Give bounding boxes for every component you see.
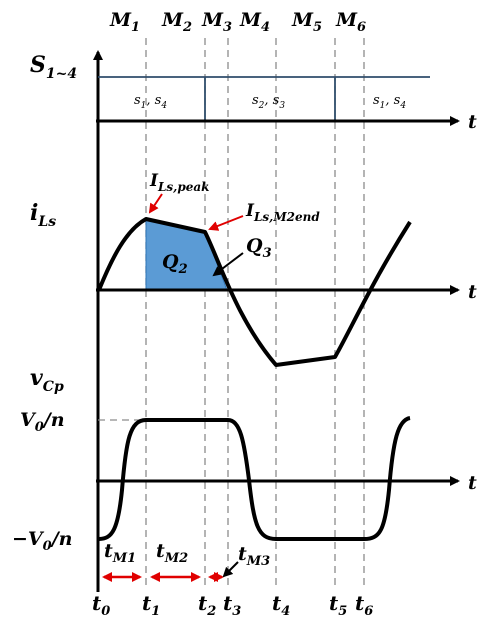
peak-current-label: ILs,peak xyxy=(149,171,209,194)
duration-m1-label: tM1 xyxy=(104,540,136,566)
mode-label-6: M6 xyxy=(335,9,366,35)
mode-labels: M1 M2 M3 M4 M5 M6 xyxy=(109,9,366,35)
current-time-label: t xyxy=(468,281,477,303)
charge-q3-label: Q3 xyxy=(246,235,272,261)
switch-segment-2: s2, s3 xyxy=(252,93,285,111)
instant-t3: t3 xyxy=(223,591,241,618)
inductor-current-waveform xyxy=(97,217,412,367)
mode-label-2: M2 xyxy=(161,9,192,35)
mode-label-4: M4 xyxy=(239,9,270,35)
duration-m3-pointer xyxy=(222,561,239,578)
peak-current-arrow xyxy=(148,193,163,214)
instant-t0: t0 xyxy=(92,591,110,618)
current-axis-label: iLs xyxy=(30,200,56,230)
switch-segment-3: s1, s4 xyxy=(373,93,406,111)
capacitor-voltage-waveform xyxy=(98,416,411,541)
charge-q3-arrow xyxy=(212,252,244,277)
time-instant-labels: t0 t1 t2 t3 t4 t5 t6 xyxy=(92,591,373,618)
duration-markers: tM1 tM2 tM3 xyxy=(102,540,270,582)
mode-label-5: M5 xyxy=(291,9,322,35)
duration-m2-label: tM2 xyxy=(156,540,188,566)
m2end-current-arrow xyxy=(208,215,244,231)
instant-t6: t6 xyxy=(355,591,373,618)
voltage-time-label: t xyxy=(468,472,477,494)
m2end-current-label: ILs,M2end xyxy=(245,201,320,224)
switch-segment-1: s1, s4 xyxy=(134,93,167,111)
instant-t2: t2 xyxy=(198,591,216,618)
switch-state-panel: S1~4 t s1, s4 s2, s3 s1, s4 xyxy=(30,52,477,133)
duration-m3-label: tM3 xyxy=(238,543,270,569)
current-panel: iLs t ILs,peak ILs,M2end Q2 Q3 xyxy=(30,171,477,367)
charge-q2-label: Q2 xyxy=(162,251,188,277)
voltage-axis-label: vCp xyxy=(30,365,64,395)
switch-axis-label: S1~4 xyxy=(30,52,77,82)
mode-boundary-lines xyxy=(145,38,365,590)
negative-voltage-label: −V0/n xyxy=(12,528,72,554)
positive-voltage-label: V0/n xyxy=(20,409,65,435)
mode-label-1: M1 xyxy=(109,9,140,35)
mode-label-3: M3 xyxy=(201,9,232,35)
voltage-panel: vCp V0/n −V0/n t xyxy=(12,365,477,554)
instant-t1: t1 xyxy=(142,591,160,618)
instant-t5: t5 xyxy=(329,591,347,618)
switch-time-label: t xyxy=(468,111,477,133)
instant-t4: t4 xyxy=(272,591,290,618)
